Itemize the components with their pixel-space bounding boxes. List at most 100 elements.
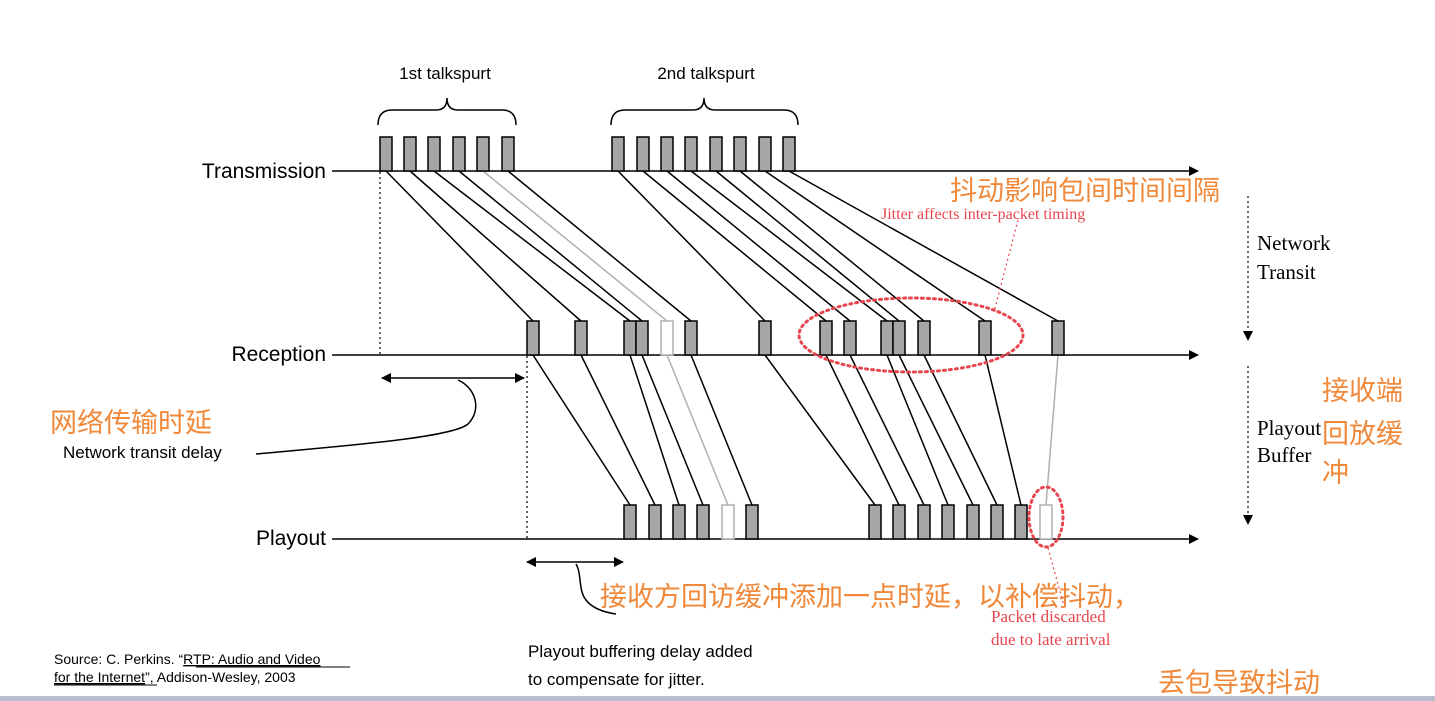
source-link-2[interactable]: for the Internet [54,669,145,685]
jitter-leader [993,219,1019,313]
transmitted-packet [452,136,466,172]
talkspurt1-brace [377,97,517,126]
packet-discarded-2: due to late arrival [991,630,1111,649]
transmitted-packet [427,136,441,172]
discarded-packet-slot [1039,504,1053,540]
transmission-label: Transmission [202,160,326,183]
played-packet [892,504,906,540]
transit-line [409,170,582,322]
received-packet [574,320,588,356]
playout-line [849,354,925,506]
network-delay-cn: 网络传输时延 [50,408,212,439]
received-packet [917,320,931,356]
transit-line [433,170,631,322]
playout-line [532,354,631,506]
loss-cn: 丢包导致抖动 [1158,668,1320,699]
played-packet [648,504,662,540]
received-packet [1051,320,1065,356]
receiver-buffer-cn-1: 接收端 [1322,376,1403,407]
network-transit-label-1: Network [1257,231,1331,255]
received-packet [660,320,674,356]
playout-line [629,354,680,506]
source-prefix: Source: C. Perkins. “ [54,651,183,667]
played-packet [672,504,686,540]
transmitted-packet [782,136,796,172]
played-packet [745,504,759,540]
network-delay-label: Network transit delay [63,443,222,462]
played-packet [1014,504,1028,540]
reception-label: Reception [231,343,326,366]
played-packet [966,504,980,540]
playout-buffer-label-2: Buffer [1257,443,1311,467]
receiver-buffer-cn-2: 回放缓 [1322,419,1403,450]
network-delay-leader [255,379,477,455]
playout-buffering-label-2: to compensate for jitter. [528,670,705,689]
playout-line [764,354,876,506]
transit-line [666,170,851,322]
discarded-packet-slot [721,504,735,540]
transmitted-packet [758,136,772,172]
received-packet [526,320,540,356]
playout-line [641,354,704,506]
played-packet [623,504,637,540]
playout-line [666,354,729,506]
played-packet [941,504,955,540]
received-packet [880,320,894,356]
transmitted-packet [636,136,650,172]
received-packet [684,320,698,356]
source-suffix: ”, Addison-Wesley, 2003 [145,669,296,685]
receiver-buffer-cn-3: 冲 [1322,458,1349,489]
transit-line [642,170,827,322]
jitter-ellipse [797,296,1025,374]
talkspurt1-label: 1st talkspurt [399,64,491,83]
transit-line [764,170,986,322]
received-packet [635,320,649,356]
transit-line [458,170,643,322]
transit-line [715,170,900,322]
played-packet [917,504,931,540]
talkspurt2-label: 2nd talkspurt [657,64,755,83]
jitter-cn: 抖动影响包间时间间隔 [950,176,1220,207]
playout-line [1045,354,1059,506]
received-packet [623,320,637,356]
slide-bottom-bar [0,696,1435,701]
discard-leader [1047,547,1065,607]
playout-line [886,354,949,506]
network-transit-label-2: Transit [1257,260,1316,284]
transit-line [482,170,668,322]
played-packet [868,504,882,540]
transit-line [507,170,692,322]
playout-buffer-label-1: Playout [1257,416,1321,440]
transmitted-packet [379,136,393,172]
received-packet [843,320,857,356]
discard-ellipse [1027,485,1065,549]
played-packet [990,504,1004,540]
transit-line [385,170,534,322]
transit-line [788,170,1059,322]
playout-line [825,354,900,506]
transit-line [739,170,925,322]
source-link-1[interactable]: RTP: Audio and Video [183,651,320,667]
source-citation-line2: for the Internet”, Addison-Wesley, 2003 [54,669,296,685]
transmitted-packet [476,136,490,172]
transmitted-packet [403,136,417,172]
transmitted-packet [501,136,515,172]
playout-line [898,354,974,506]
transmitted-packet [709,136,723,172]
received-packet [819,320,833,356]
playout-line [690,354,753,506]
transmitted-packet [684,136,698,172]
transmitted-packet [611,136,625,172]
jitter-note: Jitter affects inter-packet timing [881,206,1085,223]
source-citation-line1: Source: C. Perkins. “RTP: Audio and Vide… [54,651,321,667]
playout-buffering-label-1: Playout buffering delay added [528,642,753,661]
received-packet [978,320,992,356]
playout-line [923,354,998,506]
playout-line [984,354,1022,506]
transmitted-packet [660,136,674,172]
playout-delay-leader [575,563,617,615]
packet-layer [379,136,1065,540]
transmitted-packet [733,136,747,172]
played-packet [696,504,710,540]
